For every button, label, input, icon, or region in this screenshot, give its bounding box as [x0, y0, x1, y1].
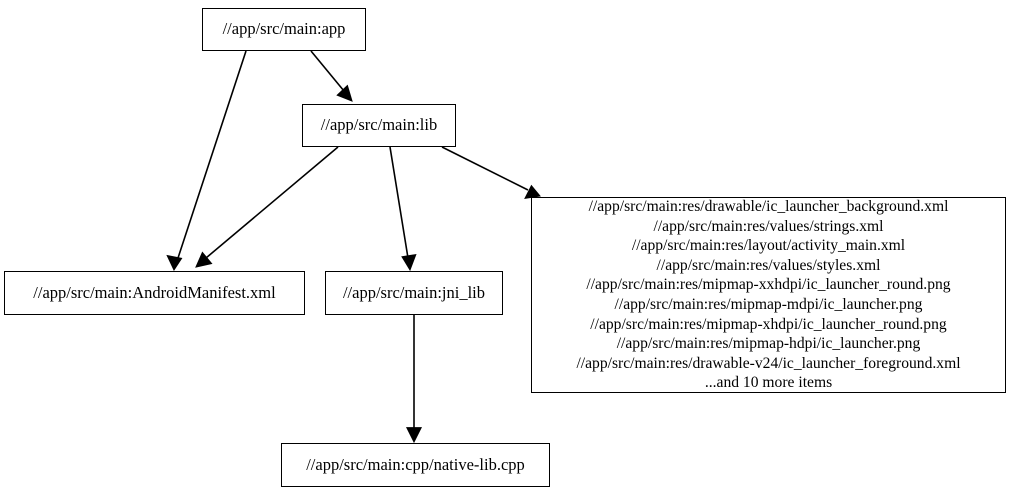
node-lib-label: //app/src/main:lib	[320, 115, 438, 135]
arrowhead	[401, 253, 417, 272]
node-native-lib-cpp-label: //app/src/main:cpp/native-lib.cpp	[306, 454, 525, 474]
edge-app-to-lib	[310, 50, 353, 102]
edge-lib-to-jni-lib	[389, 146, 417, 272]
node-res-group-label: //app/src/main:res/drawable/ic_launcher_…	[576, 198, 961, 392]
edge-lib-to-manifest	[195, 146, 339, 268]
node-res-group[interactable]: //app/src/main:res/drawable/ic_launcher_…	[531, 197, 1006, 393]
arrowhead	[405, 427, 423, 444]
edge-lib-to-res	[441, 146, 541, 200]
arrowhead	[336, 84, 353, 102]
edge-line	[205, 146, 339, 259]
node-native-lib-cpp[interactable]: //app/src/main:cpp/native-lib.cpp	[281, 443, 550, 487]
node-app-label: //app/src/main:app	[222, 19, 346, 39]
edge-line	[310, 50, 345, 92]
arrowhead	[195, 251, 213, 268]
arrowhead	[166, 254, 183, 272]
edge-jni-lib-to-native-lib	[405, 315, 423, 444]
node-jni-lib-label: //app/src/main:jni_lib	[342, 282, 486, 302]
node-android-manifest-label: //app/src/main:AndroidManifest.xml	[33, 282, 276, 302]
node-lib[interactable]: //app/src/main:lib	[302, 104, 456, 147]
edge-line	[389, 146, 409, 259]
edge-line	[177, 50, 247, 259]
edge-app-to-manifest	[166, 50, 247, 272]
node-jni-lib[interactable]: //app/src/main:jni_lib	[325, 271, 503, 315]
node-android-manifest[interactable]: //app/src/main:AndroidManifest.xml	[4, 271, 305, 315]
node-app[interactable]: //app/src/main:app	[202, 8, 366, 51]
edge-line	[441, 146, 529, 191]
